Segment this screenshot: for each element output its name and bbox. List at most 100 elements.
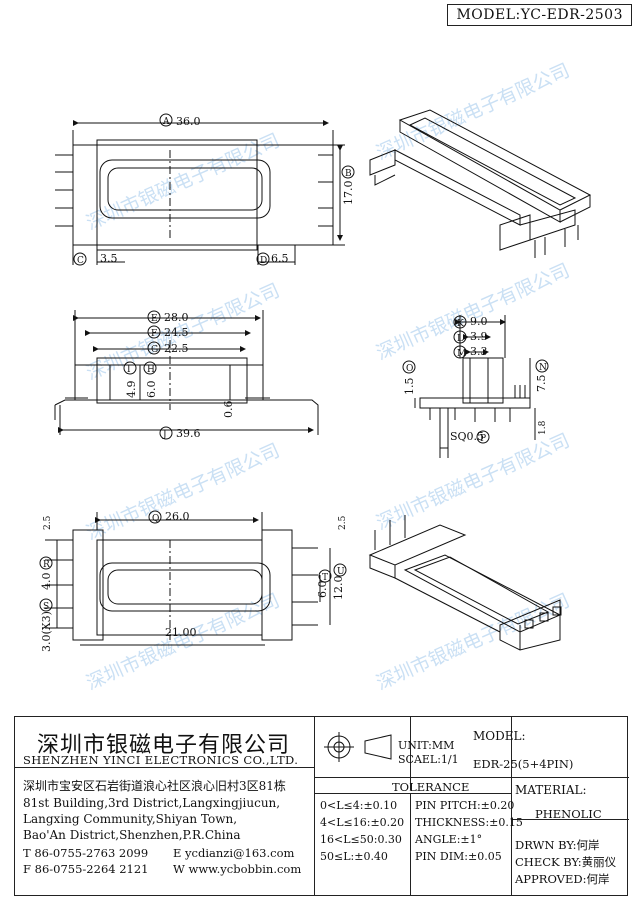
material-value: PHENOLIC [535,807,602,821]
label-S: S [43,602,49,612]
dim-B: 17.0 [342,181,355,206]
label-L: L [457,334,463,344]
watermark-5: 深圳市银磁电子有限公司 [83,439,283,544]
tb-hline-4 [511,819,629,820]
check-by: CHECK BY:黄丽仪 [515,855,617,869]
label-G: G [151,345,158,355]
bottom-view [45,512,331,646]
fax: F 86-0755-2264 2121 [23,862,149,876]
label-I: I [127,365,131,375]
label-R: R [43,560,50,570]
isometric-view-top [369,109,592,258]
tol-row-1: 0<L≤4:±0.10 [320,799,398,812]
dim-Q: 26.0 [165,510,190,523]
unit: UNIT:MM [398,739,455,752]
dim-R: 4.0 [40,573,53,591]
watermark-7: 深圳市银磁电子有限公司 [83,589,283,694]
watermark-2: 深圳市银磁电子有限公司 [373,59,573,164]
dim-C: 3.5 [100,252,118,265]
tel: T 86-0755-2763 2099 [23,846,149,860]
label-D: D [260,256,267,266]
label-B: B [345,169,352,179]
label-Q: Q [152,514,159,524]
dim-P: SQ0.5 [450,430,484,443]
front-view [54,310,319,435]
dim-M: 3.3 [470,345,488,358]
dim-D: 6.5 [271,252,289,265]
label-M: M [457,349,466,359]
label-J: J [162,430,167,440]
scale: SCAEL:1/1 [398,753,459,766]
top-view [55,120,345,265]
address-en-1: 81st Building,3rd District,Langxingjiucu… [23,796,281,810]
top-view-labels: A 36.0 17.0 B C 3.5 D 6.5 [73,113,355,266]
label-A: A [162,117,170,127]
dim-A: 36.0 [176,115,201,128]
email: E ycdianzi@163.com [173,846,295,860]
dim-H: 6.0 [145,381,158,399]
label-K: K [457,319,464,329]
dim-U: 12.0 [332,576,345,601]
dim-O: 1.5 [403,378,416,396]
label-T: T [322,573,328,583]
tb-divider-2 [410,717,411,790]
tb-divider-1 [314,717,315,895]
dim-K: 9.0 [470,315,488,328]
dim-2.5-left: 2.5 [43,515,53,530]
label-E: E [151,314,158,324]
dim-E: 28.0 [164,311,189,324]
company-name-en: SHENZHEN YINCI ELECTRONICS CO.,LTD. [23,753,299,767]
dim-1.8: 1.8 [538,420,548,435]
dim-T: 6.0 [316,581,329,599]
dim-L: 3.9 [470,330,488,343]
pin-row-4: PIN DIM:±0.05 [415,850,502,863]
label-P: P [480,434,486,444]
model-label: MODEL: [473,729,526,743]
tb-hline-3 [314,793,511,794]
title-block: 深圳市银磁电子有限公司 SHENZHEN YINCI ELECTRONICS C… [14,716,629,896]
dim-F: 24.5 [164,326,189,339]
tol-row-2: 4<L≤16:±0.20 [320,816,405,829]
label-C: C [77,256,84,266]
tb-divider-4 [410,793,411,895]
tb-hline-2 [314,777,629,778]
tol-row-4: 50≤L:±0.40 [320,850,388,863]
label-N: N [539,363,547,373]
watermark-8: 深圳市银磁电子有限公司 [373,589,573,694]
company-name-cn: 深圳市银磁电子有限公司 [37,733,291,758]
material-label: MATERIAL: [515,783,587,797]
website: W www.ycbobbin.com [173,862,302,876]
tolerance-title: TOLERANCE [392,780,470,794]
approved-by: APPROVED:何岸 [515,872,610,886]
model-value: EDR-25(5+4PIN) [473,757,574,771]
dim-I: 4.9 [125,381,138,399]
tb-divider-3 [511,717,512,895]
tb-hline-1 [15,767,314,768]
label-O: O [406,364,413,374]
front-view-labels: E 28.0 F 24.5 G 22.5 4.9 6.0 H I 0.6 J 3… [123,310,235,440]
drawn-by: DRWN BY:何岸 [515,838,600,852]
dim-J: 39.6 [176,427,201,440]
dim-N: 7.5 [535,375,548,393]
model-title-box: MODEL:YC-EDR-2503 [447,4,632,26]
watermark-6: 深圳市银磁电子有限公司 [373,429,573,534]
label-H: H [147,365,155,375]
pin-row-3: ANGLE:±1° [415,833,483,846]
pin-row-1: PIN PITCH:±0.20 [415,799,515,812]
label-U: U [337,567,345,577]
side-view [414,315,536,458]
label-F: F [151,329,157,339]
dim-2.5-right: 2.5 [338,515,348,530]
dim-G: 22.5 [164,342,189,355]
address-en-3: Bao'An District,Shenzhen,P.R.China [23,828,241,842]
dim-0.6: 0.6 [222,401,235,419]
bottom-view-labels: Q 26.0 2.5 2.5 R 4.0 S 3.0(X3) 6.0 T [39,510,348,652]
pin-row-2: THICKNESS:±0.15 [415,816,523,829]
dim-S: 3.0(X3) [40,611,53,652]
address-en-2: Langxing Community,Shiyan Town, [23,812,238,826]
dim-21.00: 21.00 [165,626,197,639]
tol-row-3: 16<L≤50:0.30 [320,833,402,846]
side-view-labels: K 9.0 L 3.9 M 3.3 1.5 O 7.5 N 1.8 SQ0.5 … [402,315,549,444]
address-cn: 深圳市宝安区石岩街道浪心社区浪心旧村3区81栋 [23,779,286,793]
